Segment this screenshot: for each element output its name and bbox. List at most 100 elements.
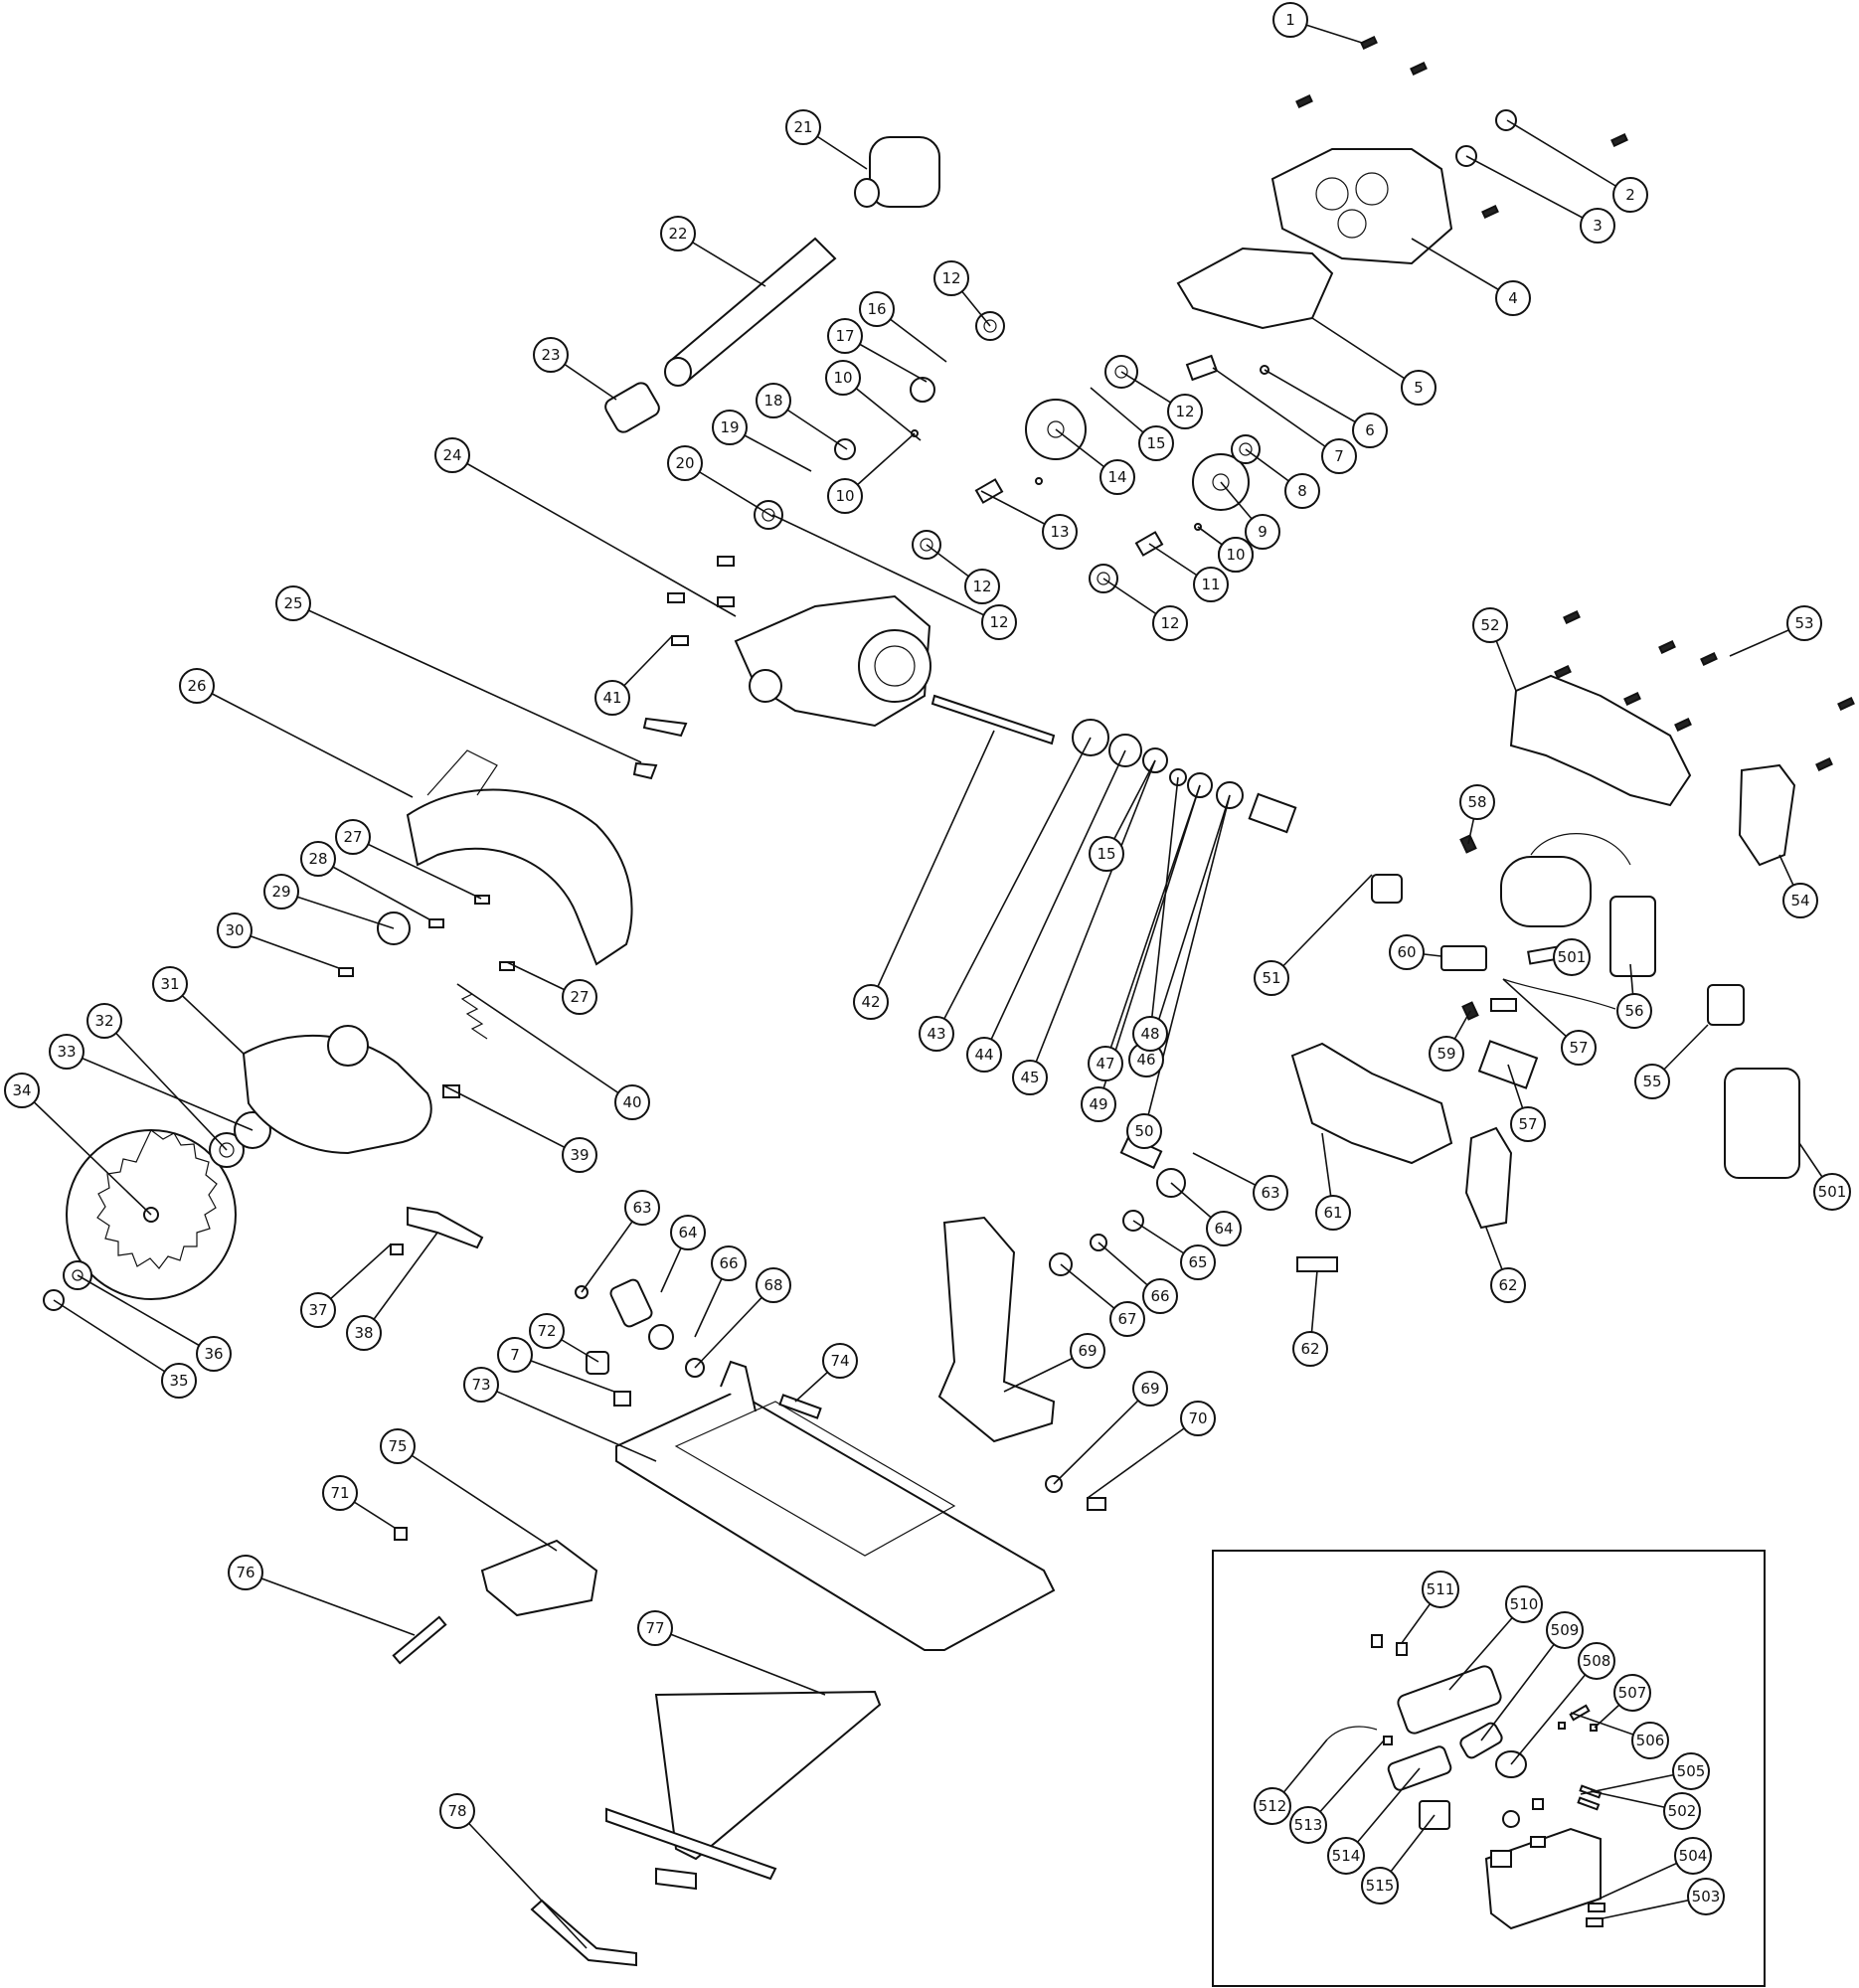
- callout-number: 26: [187, 677, 206, 695]
- callout-43: 43: [919, 1016, 954, 1052]
- callout-number: 32: [94, 1012, 113, 1030]
- callout-31: 31: [152, 966, 188, 1002]
- callout-12: 12: [1152, 605, 1188, 641]
- callout-38: 38: [346, 1315, 382, 1351]
- callout-44: 44: [966, 1037, 1002, 1073]
- callout-26: 26: [179, 668, 215, 704]
- callout-3: 3: [1580, 208, 1615, 244]
- callout-505: 505: [1672, 1752, 1710, 1790]
- callout-36: 36: [196, 1336, 232, 1372]
- callout-circle: [1315, 1195, 1351, 1231]
- callout-circle: [1132, 1016, 1168, 1052]
- gasket: [1176, 247, 1334, 330]
- callout-10: 10: [827, 478, 863, 514]
- callout-number: 509: [1551, 1621, 1580, 1639]
- callout-number: 69: [1140, 1380, 1159, 1398]
- callout-circle: [1253, 1175, 1288, 1211]
- callout-number: 8: [1297, 482, 1307, 500]
- callout-number: 4: [1508, 289, 1518, 307]
- callout-number: 7: [1334, 447, 1344, 465]
- callout-circle: [1089, 836, 1124, 872]
- callout-number: 70: [1188, 1409, 1207, 1427]
- callout-number: 12: [972, 578, 991, 595]
- leader-line: [983, 749, 1126, 1056]
- leader-line: [1087, 1417, 1199, 1499]
- callout-number: 35: [169, 1372, 188, 1390]
- callout-number: 6: [1365, 421, 1375, 439]
- callout-number: 57: [1569, 1039, 1588, 1057]
- callout-number: 46: [1136, 1051, 1155, 1069]
- callout-57: 57: [1561, 1030, 1597, 1066]
- callout-number: 69: [1078, 1342, 1097, 1360]
- callout-number: 15: [1097, 845, 1115, 863]
- callout-30: 30: [217, 912, 253, 948]
- callout-65: 65: [1180, 1244, 1216, 1280]
- callout-circle: [1180, 1244, 1216, 1280]
- callout-number: 64: [678, 1224, 697, 1242]
- callout-circle: [827, 478, 863, 514]
- callout-15: 15: [1138, 425, 1174, 461]
- callout-circle: [785, 109, 821, 145]
- callout-number: 42: [861, 993, 880, 1011]
- callout-number: 505: [1677, 1762, 1706, 1780]
- callout-71: 71: [322, 1475, 358, 1511]
- callout-number: 52: [1480, 616, 1499, 634]
- callout-circle: [263, 874, 299, 910]
- leader-line: [1465, 155, 1599, 227]
- callout-39: 39: [562, 1137, 597, 1173]
- callout-circle: [228, 1555, 263, 1590]
- leader-line: [1104, 784, 1201, 1065]
- callout-circle: [1495, 280, 1531, 316]
- leader-line: [1480, 1629, 1566, 1741]
- callout-number: 25: [283, 594, 302, 612]
- callout-509: 509: [1546, 1611, 1584, 1649]
- leader-line: [480, 1384, 657, 1462]
- callout-circle: [1152, 605, 1188, 641]
- battery-pack: [1724, 1068, 1800, 1179]
- callout-circle: [1578, 1642, 1615, 1680]
- callout-number: 68: [763, 1276, 782, 1294]
- callout-circle: [1099, 459, 1135, 495]
- leader-line: [234, 929, 340, 969]
- callout-circle: [1167, 394, 1203, 429]
- callout-number: 17: [835, 327, 854, 345]
- leader-line: [196, 685, 414, 798]
- callout-circle: [667, 445, 703, 481]
- callout-circle: [1138, 425, 1174, 461]
- dust-hose: [666, 237, 837, 383]
- callout-circle: [1612, 177, 1648, 213]
- leader-line: [456, 983, 633, 1103]
- callout-circle: [346, 1315, 382, 1351]
- callout-number: 58: [1467, 793, 1486, 811]
- callout-number: 66: [1150, 1287, 1169, 1305]
- callout-number: 504: [1679, 1847, 1708, 1865]
- callout-circle: [86, 1003, 122, 1039]
- callout-circle: [1193, 567, 1229, 602]
- motor-assembly: [1500, 833, 1656, 977]
- motor-end-cover: [1270, 148, 1453, 265]
- callout-circle: [1616, 993, 1652, 1029]
- callout-74: 74: [822, 1343, 858, 1379]
- leader-line: [1029, 759, 1156, 1078]
- callout-circle: [1813, 1173, 1851, 1211]
- callout-circle: [217, 912, 253, 948]
- leader-line: [442, 1084, 581, 1156]
- callout-circle: [756, 1267, 791, 1303]
- callout-52: 52: [1472, 607, 1508, 643]
- callout-number: 511: [1427, 1580, 1455, 1598]
- callout-37: 37: [300, 1292, 336, 1328]
- callout-27: 27: [562, 979, 597, 1015]
- leader-line: [77, 1274, 215, 1355]
- callout-number: 74: [830, 1352, 849, 1370]
- callout-number: 3: [1593, 217, 1603, 235]
- callout-circle: [1180, 1401, 1216, 1436]
- callout-circle: [1206, 1211, 1242, 1246]
- callout-number: 506: [1636, 1732, 1665, 1749]
- callout-number: 503: [1692, 1888, 1721, 1905]
- callout-70: 70: [1180, 1401, 1216, 1436]
- callout-number: 510: [1510, 1595, 1539, 1613]
- callout-number: 38: [354, 1324, 373, 1342]
- callout-number: 51: [1262, 969, 1280, 987]
- callout-circle: [1042, 514, 1078, 550]
- callout-circle: [434, 437, 470, 473]
